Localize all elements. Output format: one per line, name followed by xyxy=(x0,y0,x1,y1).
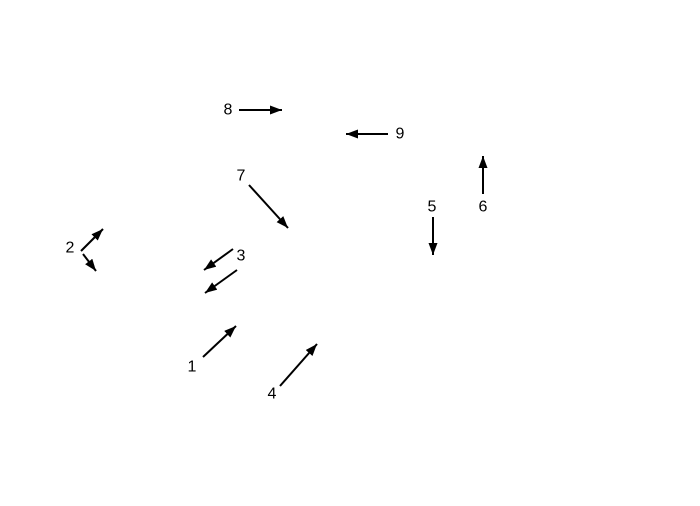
arrow-4: 4 xyxy=(268,343,318,403)
arrow-4-shaft-1 xyxy=(279,343,318,387)
arrow-2: 2 xyxy=(66,228,104,272)
arrow-1: 1 xyxy=(188,325,237,376)
arrow-7-label: 7 xyxy=(237,168,246,185)
arrow-9-label: 9 xyxy=(396,126,405,143)
arrow-6-label: 6 xyxy=(479,199,488,216)
arrow-8: 8 xyxy=(224,102,282,119)
arrow-5: 5 xyxy=(428,199,438,255)
arrow-5-label: 5 xyxy=(428,199,437,216)
arrow-8-label: 8 xyxy=(224,102,233,119)
arrow-2-shaft-1 xyxy=(80,228,104,252)
arrow-7: 7 xyxy=(237,168,289,229)
arrow-1-shaft-1 xyxy=(202,325,237,358)
arrow-2-label: 2 xyxy=(66,240,75,257)
arrow-3-label: 3 xyxy=(237,248,246,265)
arrow-4-label: 4 xyxy=(268,386,277,403)
arrow-7-shaft-1 xyxy=(248,184,289,229)
arrow-9: 9 xyxy=(346,126,405,143)
arrow-3-shaft-2 xyxy=(204,269,238,294)
arrow-6: 6 xyxy=(478,156,488,216)
arrow-2-shaft-2 xyxy=(82,253,97,272)
arrow-3: 3 xyxy=(203,248,246,294)
arrow-3-shaft-1 xyxy=(203,248,234,271)
arrow-1-label: 1 xyxy=(188,359,197,376)
